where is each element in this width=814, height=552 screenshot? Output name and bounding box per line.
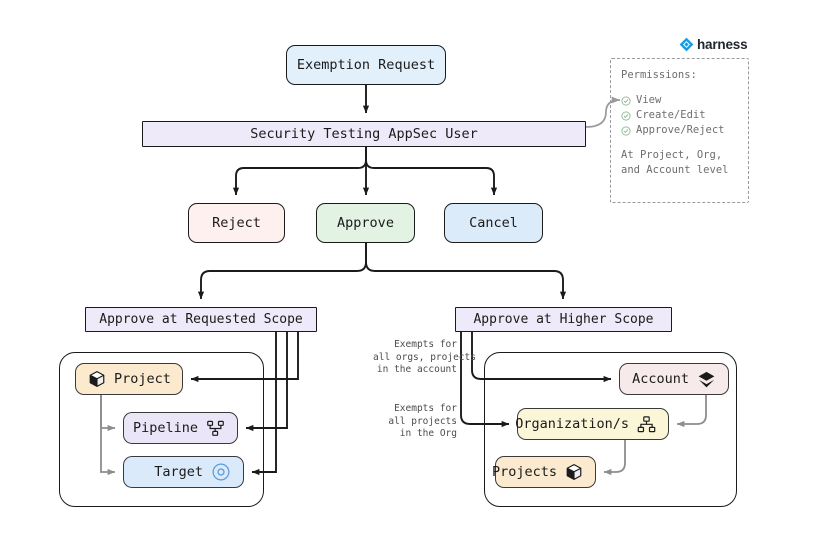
cube-icon <box>88 370 106 388</box>
node-label: Approve at Requested Scope <box>99 312 303 327</box>
node-account[interactable]: Account <box>619 363 729 395</box>
node-target[interactable]: Target <box>123 456 244 488</box>
cube-icon <box>565 463 583 481</box>
permissions-footnote: At Project, Org, and Account level <box>621 149 729 176</box>
node-label: Approve <box>337 215 394 231</box>
edge-label-exempts-org: Exempts for all projects in the Org <box>388 403 457 439</box>
cluster-higher-scope <box>484 352 737 507</box>
node-organizations[interactable]: Organization/s <box>515 408 669 440</box>
edge-approve-to-higher <box>365 243 567 300</box>
cluster-requested-scope <box>59 352 264 507</box>
permission-item-view: View <box>621 93 738 108</box>
node-label: Project <box>114 371 171 387</box>
permission-label: Create/Edit <box>636 109 706 121</box>
node-label: Target <box>154 464 203 480</box>
node-label: Exemption Request <box>296 57 436 73</box>
permission-item-create-edit: Create/Edit <box>621 108 738 123</box>
node-label: Approve at Higher Scope <box>473 312 654 327</box>
target-icon <box>211 462 231 482</box>
node-reject[interactable]: Reject <box>188 203 285 243</box>
node-approve-higher-scope[interactable]: Approve at Higher Scope <box>455 307 672 332</box>
permissions-title: Permissions: <box>621 69 697 81</box>
permission-label: Approve/Reject <box>636 124 725 136</box>
node-label: Security Testing AppSec User <box>250 126 478 142</box>
node-pipeline[interactable]: Pipeline <box>123 412 238 444</box>
permissions-panel: Permissions: View Create/Edit <box>610 58 749 203</box>
node-appsec-user[interactable]: Security Testing AppSec User <box>142 121 586 147</box>
harness-diamond-icon <box>679 37 694 52</box>
node-cancel[interactable]: Cancel <box>444 203 543 243</box>
node-projects[interactable]: Projects <box>491 456 596 488</box>
check-circle-icon <box>621 111 631 121</box>
layers-icon <box>697 370 716 389</box>
edge-label-exempts-account: Exempts for all orgs, projects in the ac… <box>373 339 476 375</box>
edge-actor-to-cancel <box>365 147 498 196</box>
edge-approve-to-requested <box>197 243 367 300</box>
node-label: Account <box>632 371 689 387</box>
pipeline-icon <box>206 419 225 438</box>
node-approve[interactable]: Approve <box>316 203 415 243</box>
node-label: Pipeline <box>132 420 198 436</box>
check-circle-icon <box>621 126 631 136</box>
edge-actor-to-reject <box>232 147 367 196</box>
brand-name: harness <box>697 37 748 52</box>
org-tree-icon <box>637 415 656 434</box>
node-label: Cancel <box>469 215 518 231</box>
node-project[interactable]: Project <box>75 363 183 395</box>
node-approve-requested-scope[interactable]: Approve at Requested Scope <box>85 307 317 332</box>
node-label: Organization/s <box>515 416 629 432</box>
node-exemption-request[interactable]: Exemption Request <box>286 45 446 85</box>
node-label: Reject <box>212 215 261 231</box>
permission-label: View <box>636 94 662 106</box>
node-label: Projects <box>491 464 557 480</box>
permission-item-approve-reject: Approve/Reject <box>621 123 738 138</box>
check-circle-icon <box>621 96 631 106</box>
brand-logo: harness <box>679 37 748 52</box>
